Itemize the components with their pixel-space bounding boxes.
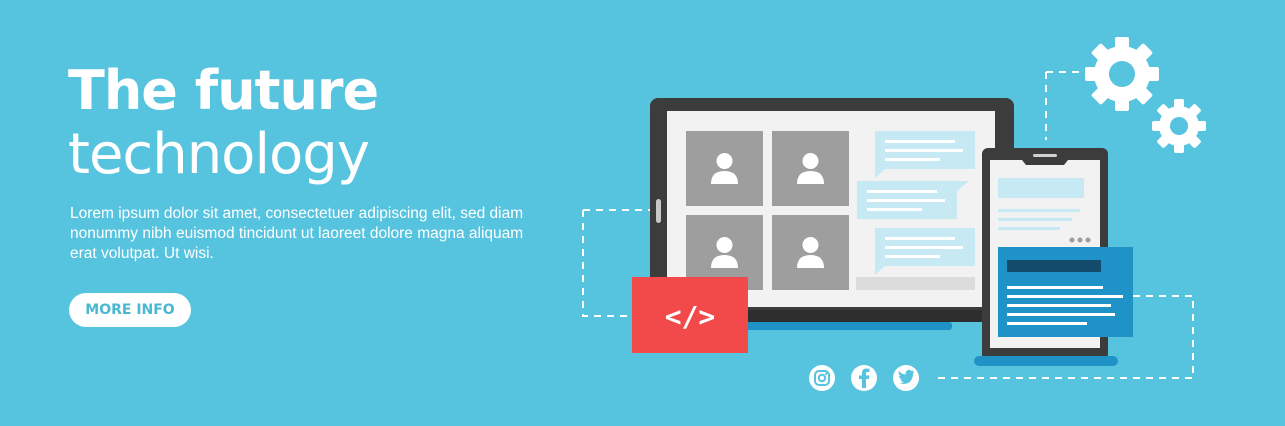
user-icon	[716, 153, 733, 169]
user-icon-body	[711, 255, 738, 268]
user-icon-body	[797, 171, 824, 184]
phone-notch	[1022, 160, 1068, 165]
twitter-icon[interactable]	[893, 365, 919, 391]
gear-icon	[1152, 99, 1206, 153]
user-icon	[802, 153, 819, 169]
phone-speaker	[1033, 154, 1057, 157]
tablet-side-button	[656, 199, 661, 223]
user-icon	[716, 237, 733, 253]
user-icon-body	[711, 171, 738, 184]
headline-light: technology	[68, 122, 370, 187]
more-info-button[interactable]: MORE INFO	[69, 293, 191, 327]
dots-icon	[1069, 237, 1075, 243]
tablet-device	[650, 98, 1014, 330]
headline-bold: The future	[68, 59, 379, 122]
gear-icon	[1085, 37, 1159, 111]
user-icon-body	[797, 255, 824, 268]
video-call-grid	[686, 131, 849, 290]
dashed-connectors	[582, 71, 1194, 379]
body-text: Lorem ipsum dolor sit amet, consectetuer…	[70, 205, 524, 262]
chat-panel	[856, 131, 975, 290]
user-icon	[802, 237, 819, 253]
info-card	[998, 247, 1133, 337]
code-icon: </>	[665, 300, 716, 333]
facebook-icon[interactable]	[851, 365, 877, 391]
code-badge: </>	[632, 277, 748, 353]
chat-input-bar	[856, 277, 975, 290]
instagram-icon[interactable]	[809, 365, 835, 391]
